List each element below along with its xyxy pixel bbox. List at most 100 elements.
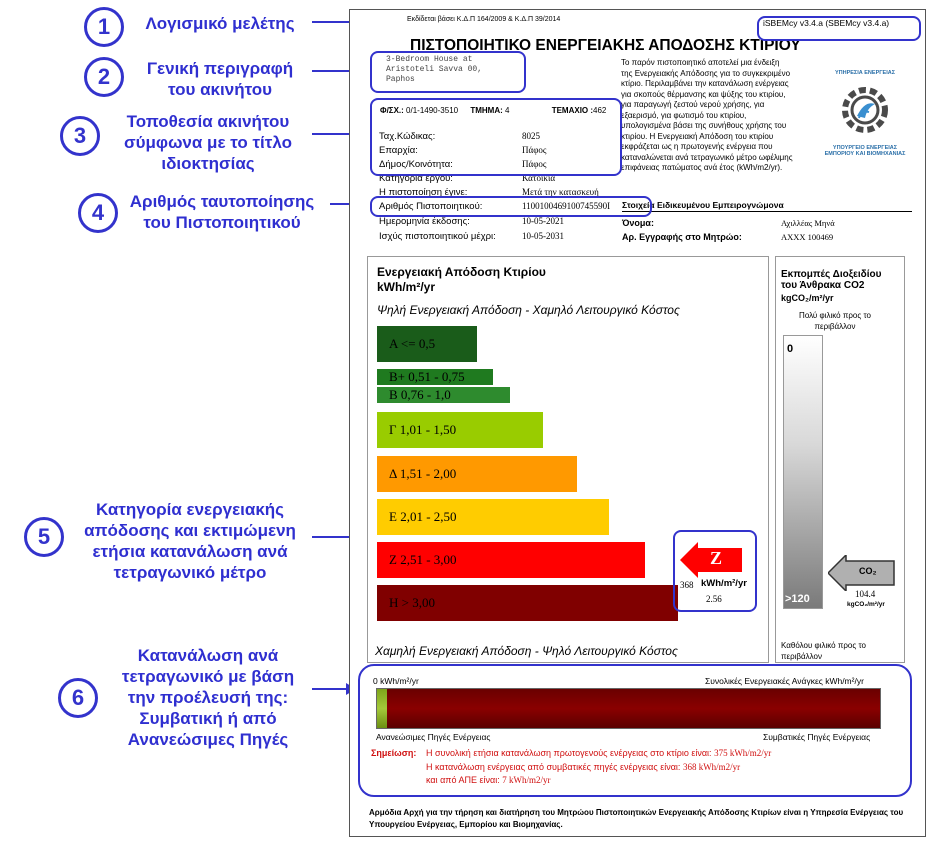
energy-rating-panel bbox=[367, 256, 769, 663]
row-label: Δήμος/Κοινότητα: bbox=[379, 159, 453, 170]
note-line-3: και από ΑΠΕ είναι: 7 kWh/m2/yr bbox=[426, 775, 551, 785]
co2-top-note: Πολύ φιλικό προς το περιβάλλον bbox=[799, 311, 871, 331]
co2-scale-top: 0 bbox=[787, 343, 794, 355]
highlight-location bbox=[370, 98, 622, 176]
callout-number-4: 4 bbox=[78, 193, 118, 233]
expert-heading: Στοιχεία Ειδικευμένου Εμπειρογνώμονα bbox=[622, 200, 784, 210]
rating-unit: kWh/m²/yr bbox=[377, 280, 436, 294]
row-value: Μετά την κατασκευή bbox=[522, 187, 599, 197]
legal-basis: Εκδίδεται βάσει Κ.Δ.Π 164/2009 & Κ.Δ.Π 3… bbox=[407, 16, 561, 23]
row-label: Κατηγορία έργου: bbox=[379, 173, 453, 184]
note-line-2: Η κατανάλωση ενέργειας από συμβατικές πη… bbox=[426, 762, 740, 772]
energy-service-logo: ΥΠΗΡΕΣΙΑ ΕΝΕΡΓΕΙΑΣ ΥΠΟΥΡΓΕΙΟ ΕΝΕΡΓΕΙΑΣ Ε… bbox=[810, 70, 920, 170]
callout-label-2: Γενική περιγραφή του ακινήτου bbox=[146, 59, 294, 99]
co2-value: 104.4 bbox=[855, 589, 876, 599]
description-line: Aristoteli Savva 00, bbox=[386, 65, 483, 74]
callout-label-1: Λογισμικό μελέτης bbox=[145, 14, 295, 33]
tmima-label: ΤΜΗΜΑ: bbox=[470, 106, 503, 115]
expert-name-label: Όνομα: bbox=[622, 218, 654, 228]
expert-divider bbox=[622, 211, 912, 212]
land-registry-line: Φ/ΣΧ.: 0/1-1490-3510 ΤΜΗΜΑ: 4 ΤΕΜΑΧΙΟ :4… bbox=[380, 106, 620, 115]
highlight-rating bbox=[673, 530, 757, 612]
row-label: Ημερομηνία έκδοσης: bbox=[379, 216, 470, 227]
co2-unit: kgCO₂/m²/yr bbox=[781, 293, 834, 303]
rating-bottom-caption: Χαμηλή Ενεργειακή Απόδοση - Ψηλό Λειτουρ… bbox=[375, 644, 678, 658]
highlight-certificate-number bbox=[370, 196, 652, 217]
callout-label-6: Κατανάλωση ανά τετραγωνικό με βάση την π… bbox=[121, 646, 295, 749]
rating-band-d: Δ 1,51 - 2,00 bbox=[377, 456, 577, 492]
fx-value: 0/1-1490-3510 bbox=[406, 106, 459, 115]
row-value: 8025 bbox=[522, 131, 540, 141]
rating-band-z: Ζ 2,51 - 3,00 bbox=[377, 542, 645, 578]
co2-scale-bottom: >120 bbox=[785, 593, 810, 605]
note-1-value: 375 kWh/m2/yr bbox=[714, 748, 772, 758]
row-label: Επαρχία: bbox=[379, 145, 418, 156]
current-rating-letter: Z bbox=[710, 548, 723, 568]
energy-certificate: Εκδίδεται βάσει Κ.Δ.Π 164/2009 & Κ.Δ.Π 3… bbox=[349, 9, 926, 837]
current-rating-arrow-icon bbox=[680, 542, 742, 578]
description-line: Paphos bbox=[386, 75, 415, 84]
row-label: Ισχύς πιστοποιητικού μέχρι: bbox=[379, 231, 496, 242]
rating-band-b: B 0,76 - 1,0 bbox=[377, 387, 510, 403]
rating-top-caption: Ψηλή Ενεργειακή Απόδοση - Χαμηλό Λειτουρ… bbox=[377, 303, 680, 317]
logo-bottom-text-2: ΕΜΠΟΡΙΟΥ ΚΑΙ ΒΙΟΜΗΧΑΝΙΑΣ bbox=[824, 151, 906, 157]
logo-bottom-text-1: ΥΠΟΥΡΓΕΙΟ ΕΝΕΡΓΕΙΑΣ bbox=[832, 145, 898, 151]
note-3-text: και από ΑΠΕ είναι: bbox=[426, 775, 500, 785]
rating-band-a: A <= 0,5 bbox=[377, 326, 477, 362]
tmima-value: 4 bbox=[505, 106, 510, 115]
consumption-bar bbox=[376, 688, 881, 729]
temaxio-label: ΤΕΜΑΧΙΟ : bbox=[551, 106, 594, 115]
certificate-title: ΠΙΣΤΟΠΟΙΗΤΙΚΟ ΕΝΕΡΓΕΙΑΚΗΣ ΑΠΟΔΟΣΗΣ ΚΤΙΡΙ… bbox=[410, 37, 801, 54]
row-label: Αριθμός Πιστοποιητικού: bbox=[379, 201, 483, 212]
callout-number-3: 3 bbox=[60, 116, 100, 156]
rating-band-b-plus: B+ 0,51 - 0,75 bbox=[377, 369, 493, 385]
consumption-left-label: 0 kWh/m²/yr bbox=[373, 676, 419, 686]
row-label: Ταχ.Κώδικας: bbox=[379, 131, 436, 142]
callout-arrow-6 bbox=[312, 683, 356, 695]
row-value: Πάφος bbox=[522, 145, 547, 155]
row-label: Η πιστοποίηση έγινε: bbox=[379, 187, 468, 198]
current-rating-value: 368 bbox=[680, 580, 694, 590]
row-value: 10-05-2031 bbox=[522, 231, 564, 241]
co2-scale-bar bbox=[783, 335, 823, 609]
co2-arrow-icon bbox=[828, 555, 895, 591]
rating-band-g: Γ 1,01 - 1,50 bbox=[377, 412, 543, 448]
software-version: iSBEMcy v3.4.a (SBEMcy v3.4.a) bbox=[763, 18, 890, 28]
callout-number-1: 1 bbox=[84, 7, 124, 47]
note-2-text: Η κατανάλωση ενέργειας από συμβατικές πη… bbox=[426, 762, 681, 772]
callout-number-5: 5 bbox=[24, 517, 64, 557]
note-2-value: 368 kWh/m2/yr bbox=[682, 762, 741, 772]
co2-title: Εκπομπές Διοξειδίου του Άνθρακα CO2 bbox=[781, 269, 882, 291]
row-value: 10-05-2021 bbox=[522, 216, 564, 226]
note-line-1: Η συνολική ετήσια κατανάλωση πρωτογενούς… bbox=[426, 748, 771, 758]
callout-number-2: 2 bbox=[84, 57, 124, 97]
logo-top-text: ΥΠΗΡΕΣΙΑ ΕΝΕΡΓΕΙΑΣ bbox=[834, 70, 896, 76]
intro-text: Το παρόν πιστοποιητικό αποτελεί μια ένδε… bbox=[621, 58, 793, 172]
temaxio-value: 462 bbox=[593, 106, 607, 115]
expert-reg-label: Αρ. Εγγραφής στο Μητρώο: bbox=[622, 232, 742, 242]
highlight-consumption bbox=[358, 664, 912, 797]
callout-label-5: Κατηγορία ενεργειακής απόδοσης και εκτιμ… bbox=[84, 500, 296, 582]
highlight-description bbox=[370, 51, 526, 93]
note-1-text: Η συνολική ετήσια κατανάλωση πρωτογενούς… bbox=[426, 748, 712, 758]
fx-label: Φ/ΣΧ.: bbox=[380, 106, 404, 115]
note-3-value: 7 kWh/m2/yr bbox=[502, 775, 551, 785]
property-description: 3-Bedroom House at Aristoteli Savva 00, … bbox=[386, 55, 482, 85]
renewable-label: Ανανεώσιμες Πηγές Ενέργειας bbox=[376, 732, 491, 742]
note-label: Σημείωση: bbox=[371, 748, 417, 758]
consumption-right-label: Συνολικές Ενεργειακές Ανάγκες kWh/m²/yr bbox=[705, 676, 864, 686]
gear-logo-icon bbox=[842, 87, 888, 133]
row-value: Πάφος bbox=[522, 159, 547, 169]
callout-number-6: 6 bbox=[58, 678, 98, 718]
rating-band-h: Η > 3,00 bbox=[377, 585, 678, 621]
renewable-fill bbox=[377, 689, 387, 728]
co2-panel bbox=[775, 256, 905, 663]
description-line: 3-Bedroom House at bbox=[386, 55, 473, 64]
footer-text: Αρμόδια Αρχή για την τήρηση και διατήρησ… bbox=[369, 808, 904, 829]
expert-reg-value: AXXX 100469 bbox=[781, 232, 834, 242]
rating-band-e: Ε 2,01 - 2,50 bbox=[377, 499, 609, 535]
callout-label-3: Τοποθεσία ακινήτου σύμφωνα με το τίτλο ι… bbox=[123, 112, 293, 173]
highlight-software bbox=[757, 16, 921, 41]
callout-label-4: Αριθμός ταυτοποίησης του Πιστοποιητικού bbox=[129, 192, 315, 232]
certificate-number: 1100100469100745590I bbox=[522, 201, 611, 211]
